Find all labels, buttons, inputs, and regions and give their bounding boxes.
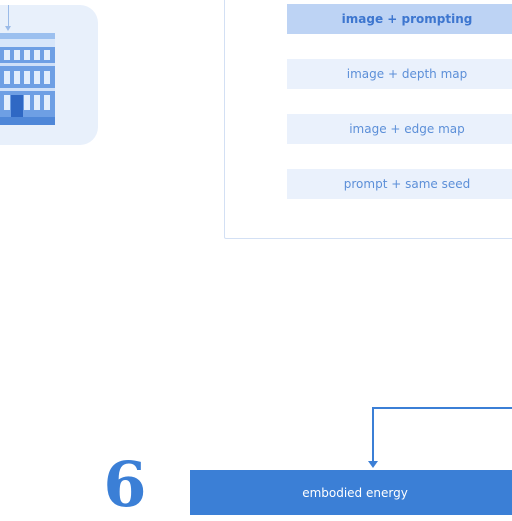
embodied-energy-box[interactable]: embodied energy xyxy=(190,470,512,515)
option-image-depth-map[interactable]: image + depth map xyxy=(287,59,512,89)
option-prompt-same-seed[interactable]: prompt + same seed xyxy=(287,169,512,199)
building-photo xyxy=(0,33,55,125)
flow-connector-vertical xyxy=(372,407,374,462)
input-connector-arrowhead xyxy=(5,26,11,31)
step-number: 6 xyxy=(103,448,147,521)
input-image-card xyxy=(0,5,98,145)
flow-connector-horizontal xyxy=(372,407,512,409)
arrow-down-icon xyxy=(368,461,378,468)
option-image-prompting[interactable]: image + prompting xyxy=(287,4,512,34)
option-image-edge-map[interactable]: image + edge map xyxy=(287,114,512,144)
input-connector-line xyxy=(8,5,9,27)
